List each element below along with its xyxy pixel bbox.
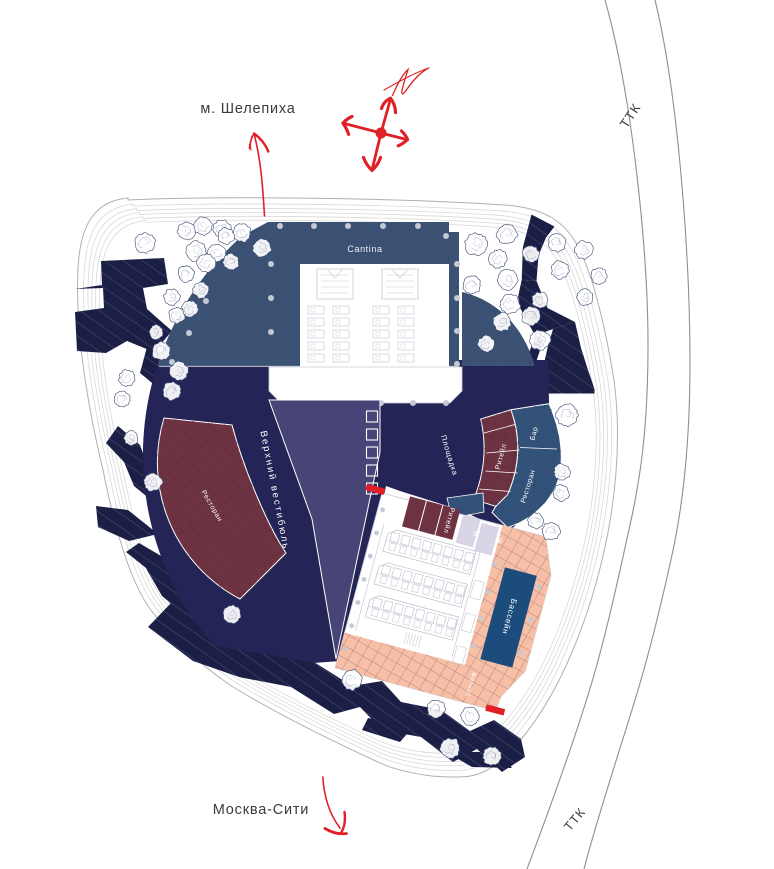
svg-text:Москва-Сити: Москва-Сити xyxy=(213,802,309,818)
svg-text:М: М xyxy=(471,529,482,538)
svg-text:Cantina: Cantina xyxy=(347,244,382,254)
svg-text:Ж: Ж xyxy=(493,536,504,546)
svg-text:Бар: Бар xyxy=(529,426,539,441)
svg-text:м. Шелепиха: м. Шелепиха xyxy=(200,101,295,117)
